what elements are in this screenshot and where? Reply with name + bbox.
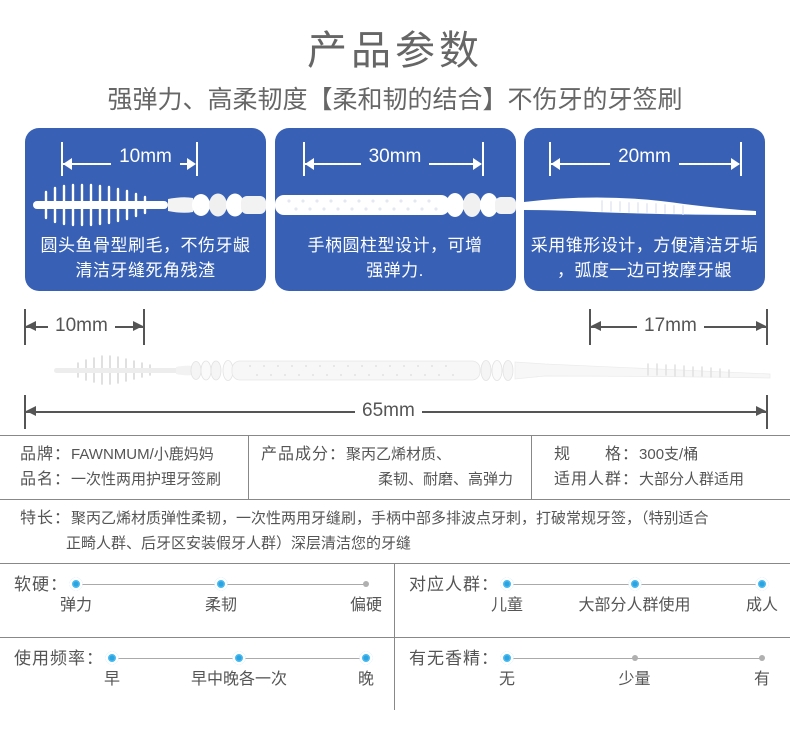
spec-label: 产品成分： bbox=[261, 446, 347, 463]
slider-dot-0[interactable] bbox=[105, 651, 119, 665]
spec-line: 适用人群：大部分人群适用 bbox=[554, 467, 790, 492]
spec-label: 适用人群： bbox=[554, 471, 640, 488]
slider-title: 软硬： bbox=[14, 575, 68, 594]
slider-group-fragrance: 有无香精： 无 少量 有 bbox=[395, 638, 790, 710]
spec-label: 规 格： bbox=[554, 446, 640, 463]
feature-text-2: 正畸人群、后牙区安装假牙人群）深层清洁您的牙缝 bbox=[66, 535, 412, 552]
feature-card-brush-head: 10mm bbox=[25, 128, 266, 291]
slider-label-0: 早 bbox=[103, 671, 121, 688]
spec-cell-package: 规 格：300支/桶 适用人群：大部分人群适用 bbox=[531, 435, 790, 500]
slider-group-audience: 对应人群： 儿童 大部分人群使用 成人 bbox=[395, 564, 790, 638]
spec-cell-material: 产品成分：聚丙乙烯材质、 柔韧、耐磨、高弹力 bbox=[248, 435, 532, 500]
spec-line: 品牌：FAWNMUM/小鹿妈妈 bbox=[20, 442, 248, 467]
slider-dot-2[interactable] bbox=[359, 651, 373, 665]
caption-line-1: 手柄圆柱型设计，可增 bbox=[307, 236, 483, 255]
dimension-callout: 20mm bbox=[524, 142, 765, 176]
caption-line-2: ，弧度一边可按摩牙龈 bbox=[557, 261, 732, 280]
spec-cell-brand: 品牌：FAWNMUM/小鹿妈妈 品名：一次性两用护理牙签刷 bbox=[0, 435, 249, 500]
attribute-slider-grid: 软硬： 弹力 柔韧 偏硬 对应人群： 儿童 大部分人群使用 成人 使用频率： bbox=[0, 564, 790, 710]
spec-line: 产品成分：聚丙乙烯材质、 bbox=[261, 442, 531, 467]
spec-label: 品名： bbox=[20, 471, 72, 488]
dimension-label: 30mm bbox=[275, 146, 516, 168]
table-row-specs: 品牌：FAWNMUM/小鹿妈妈 品名：一次性两用护理牙签刷 产品成分：聚丙乙烯材… bbox=[0, 435, 790, 500]
slider-label-1: 少量 bbox=[618, 671, 651, 688]
feature-line-1: 特长：聚丙乙烯材质弹性柔韧，一次性两用牙缝刷，手柄中部多排波点牙刺，打破常规牙签… bbox=[20, 506, 790, 531]
spec-value: 聚丙乙烯材质、 bbox=[346, 446, 452, 463]
slider-dot-2[interactable] bbox=[759, 655, 765, 661]
slider-group-hardness: 软硬： 弹力 柔韧 偏硬 bbox=[0, 564, 395, 638]
spec-value: FAWNMUM/小鹿妈妈 bbox=[71, 446, 214, 463]
slider-title: 有无香精： bbox=[409, 649, 499, 668]
total-dimension-label: 65mm bbox=[355, 401, 422, 421]
page-subtitle: 强弹力、高柔韧度【柔和韧的结合】不伤牙的牙签刷 bbox=[107, 86, 683, 114]
slider-label-2: 成人 bbox=[745, 597, 779, 614]
caption-line-1: 圆头鱼骨型刷毛，不伤牙龈 bbox=[40, 236, 251, 255]
slider-title: 使用频率： bbox=[14, 649, 104, 668]
dimension-callout: 10mm bbox=[25, 142, 266, 176]
caption-line-2: 强弹力. bbox=[366, 261, 424, 280]
slider-dot-2[interactable] bbox=[755, 577, 769, 591]
left-dimension-label: 10mm bbox=[48, 316, 115, 336]
table-row-features: 特长：聚丙乙烯材质弹性柔韧，一次性两用牙缝刷，手柄中部多排波点牙刺，打破常规牙签… bbox=[0, 499, 790, 564]
feature-card-caption: 圆头鱼骨型刷毛，不伤牙龈 清洁牙缝死角残渣 bbox=[31, 233, 260, 283]
feature-label: 特长： bbox=[20, 510, 72, 527]
slider-track[interactable]: 早 早中晚各一次 晚 bbox=[103, 650, 375, 702]
slider-dot-1[interactable] bbox=[214, 577, 228, 591]
spec-line: 规 格：300支/桶 bbox=[554, 442, 790, 467]
dimension-label: 20mm bbox=[524, 146, 765, 168]
brush-head-illustration bbox=[25, 180, 266, 230]
spec-line: 品名：一次性两用护理牙签刷 bbox=[20, 467, 248, 492]
feature-card-handle: 30mm bbox=[274, 128, 516, 291]
slider-label-0: 无 bbox=[498, 671, 516, 688]
slider-group-frequency: 使用频率： 早 早中晚各一次 晚 bbox=[0, 638, 395, 710]
slider-track[interactable]: 弹力 柔韧 偏硬 bbox=[60, 576, 382, 628]
feature-card-caption: 手柄圆柱型设计，可增 强弹力. bbox=[281, 233, 510, 283]
feature-text-1: 聚丙乙烯材质弹性柔韧，一次性两用牙缝刷，手柄中部多排波点牙刺，打破常规牙签，（特… bbox=[71, 510, 709, 527]
slider-label-2: 有 bbox=[753, 671, 771, 688]
slider-label-0: 弹力 bbox=[59, 597, 93, 614]
spec-value: 大部分人群适用 bbox=[639, 471, 745, 488]
spec-label: 品牌： bbox=[20, 446, 72, 463]
product-dimension-diagram: 10mm 17mm bbox=[0, 303, 790, 433]
spec-value: 300支/桶 bbox=[639, 446, 699, 463]
spec-value: 柔韧、耐磨、高弹力 bbox=[377, 471, 513, 488]
slider-label-1: 大部分人群使用 bbox=[578, 597, 691, 614]
spec-line: 柔韧、耐磨、高弹力 bbox=[261, 467, 531, 492]
full-product-illustration bbox=[0, 343, 790, 403]
slider-dot-1[interactable] bbox=[631, 655, 638, 661]
caption-line-2: 清洁牙缝死角残渣 bbox=[75, 261, 216, 280]
slider-dot-1[interactable] bbox=[628, 577, 641, 591]
spec-value: 一次性两用护理牙签刷 bbox=[71, 471, 222, 488]
slider-dot-0[interactable] bbox=[69, 577, 83, 591]
slider-label-1: 柔韧 bbox=[204, 597, 238, 614]
feature-card-caption: 采用锥形设计，方便清洁牙垢 ，弧度一边可按摩牙龈 bbox=[530, 233, 759, 283]
page-header: 产品参数 强弹力、高柔韧度【柔和韧的结合】不伤牙的牙签刷 bbox=[0, 0, 790, 120]
slider-dot-0[interactable] bbox=[500, 651, 514, 665]
caption-line-1: 采用锥形设计，方便清洁牙垢 bbox=[530, 236, 759, 255]
dimension-label: 10mm bbox=[25, 146, 266, 168]
slider-title: 对应人群： bbox=[409, 575, 499, 594]
slider-label-1: 早中晚各一次 bbox=[190, 671, 288, 688]
spec-cell-features: 特长：聚丙乙烯材质弹性柔韧，一次性两用牙缝刷，手柄中部多排波点牙刺，打破常规牙签… bbox=[0, 499, 790, 564]
dimension-callout: 30mm bbox=[275, 142, 516, 176]
slider-track[interactable]: 无 少量 有 bbox=[498, 650, 771, 702]
slider-dot-0[interactable] bbox=[500, 577, 514, 591]
feature-card-pick: 20mm 采用锥形设计，方便清洁 bbox=[524, 128, 765, 291]
right-dimension-label: 17mm bbox=[637, 316, 704, 336]
feature-card-row: 10mm bbox=[0, 120, 790, 291]
slider-track[interactable]: 儿童 大部分人群使用 成人 bbox=[491, 576, 778, 628]
page-title: 产品参数 bbox=[307, 29, 483, 73]
slider-dot-2[interactable] bbox=[363, 581, 369, 587]
handle-shaft-illustration bbox=[274, 180, 516, 230]
spec-table: 品牌：FAWNMUM/小鹿妈妈 品名：一次性两用护理牙签刷 产品成分：聚丙乙烯材… bbox=[0, 435, 790, 564]
slider-label-2: 偏硬 bbox=[349, 597, 383, 614]
tapered-pick-illustration bbox=[524, 180, 765, 230]
slider-dot-1[interactable] bbox=[232, 651, 246, 665]
slider-label-2: 晚 bbox=[357, 671, 375, 688]
slider-label-0: 儿童 bbox=[490, 597, 524, 614]
